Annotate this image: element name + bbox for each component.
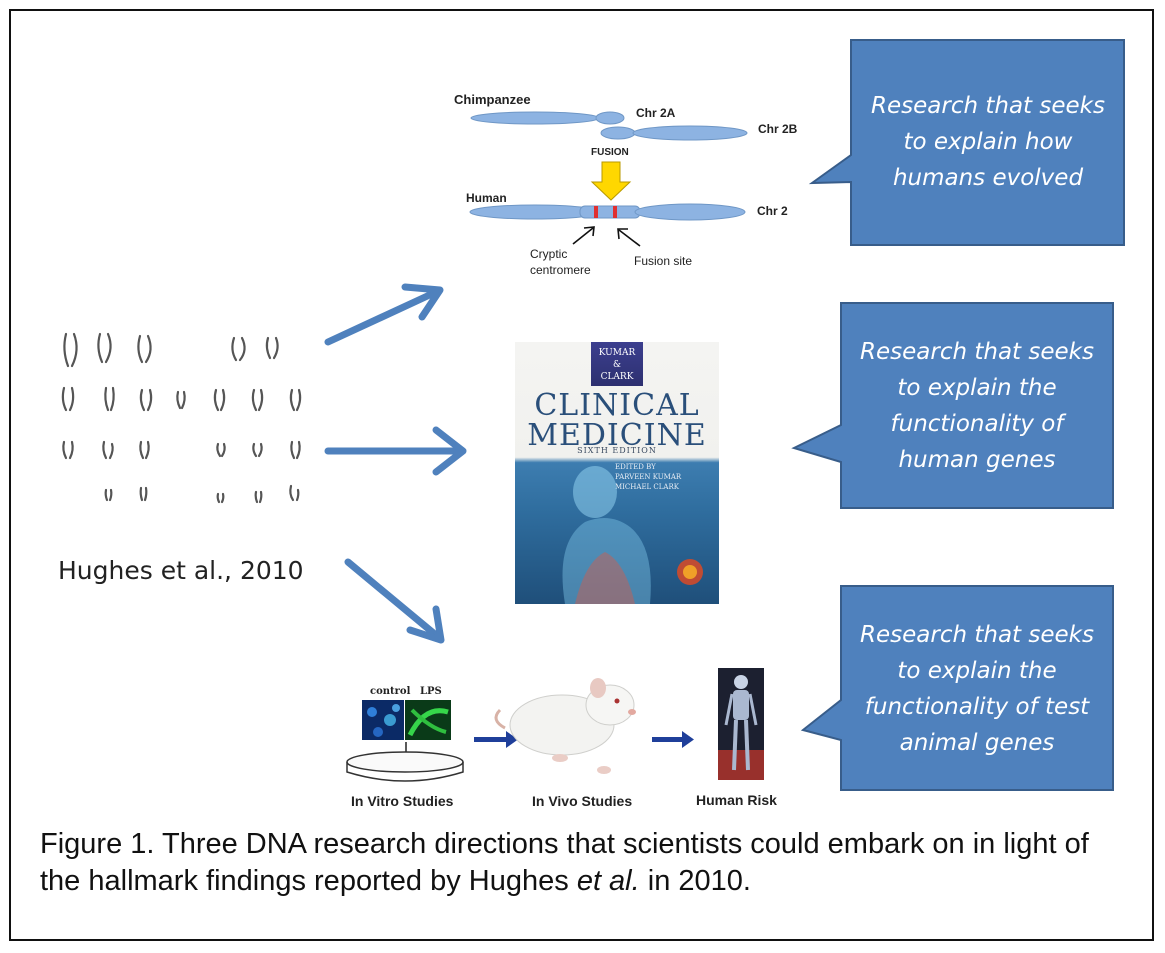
citation-label: Hughes et al., 2010 [58, 556, 304, 585]
arrow-vitro-to-vivo [474, 731, 518, 748]
label-chr2: Chr 2 [757, 204, 788, 218]
book-anatomy-art [562, 466, 703, 604]
chimp-chromosome-2b [600, 125, 748, 141]
fusion-site-pointer [618, 229, 641, 247]
callout-box-animal-genes [800, 585, 1114, 791]
clinical-medicine-book-cover: KUMAR & CLARK CLINICAL MEDICINE SIXTH ED… [515, 342, 719, 604]
label-human-risk: Human Risk [696, 792, 777, 808]
karyotype-image [61, 332, 302, 504]
label-cryptic-centromere: Cryptic centromere [530, 247, 591, 277]
label-in-vivo: In Vivo Studies [532, 793, 633, 809]
callout-human-genes-text: Research that seeks to explain the funct… [860, 339, 1094, 473]
arrow-to-evolution [324, 283, 444, 346]
human-chromosome-2 [469, 203, 746, 221]
figure-caption: Figure 1. Three DNA research directions … [40, 828, 1089, 897]
label-in-vitro: In Vitro Studies [351, 793, 454, 809]
label-chr2a: Chr 2A [636, 106, 676, 120]
label-lps: LPS [420, 686, 442, 697]
fusion-arrow [590, 161, 632, 201]
callout-box-human-genes [791, 302, 1114, 509]
human-risk-image [718, 668, 764, 780]
book-badge: KUMAR & CLARK [591, 342, 643, 386]
book-authors: EDITED BY PARVEEN KUMAR MICHAEL CLARK [615, 463, 682, 491]
arrow-vivo-to-human [652, 731, 694, 748]
arrow-to-studies [344, 558, 445, 644]
cryptic-centromere-mark [594, 206, 598, 218]
label-chimpanzee: Chimpanzee [454, 92, 531, 107]
chimp-chromosome-2a [470, 111, 625, 125]
callout-box-evolution [808, 39, 1125, 246]
label-fusion-site: Fusion site [634, 254, 693, 268]
rat-image [494, 678, 636, 774]
label-control: control [370, 686, 411, 697]
label-fusion: FUSION [591, 147, 629, 158]
arrow-to-medicine [324, 426, 467, 476]
book-edition: SIXTH EDITION [577, 446, 657, 455]
callout-animal-genes-text: Research that seeks to explain the funct… [860, 622, 1094, 756]
in-vitro-image [346, 700, 464, 782]
cryptic-pointer [572, 227, 594, 245]
label-chr2b: Chr 2B [758, 122, 798, 136]
book-title-line2: MEDICINE [527, 418, 707, 453]
callout-evolution-text: Research that seeks to explain how human… [871, 93, 1105, 191]
label-human: Human [466, 191, 507, 205]
book-title-line1: CLINICAL [534, 388, 700, 423]
fusion-site-mark [613, 206, 617, 218]
